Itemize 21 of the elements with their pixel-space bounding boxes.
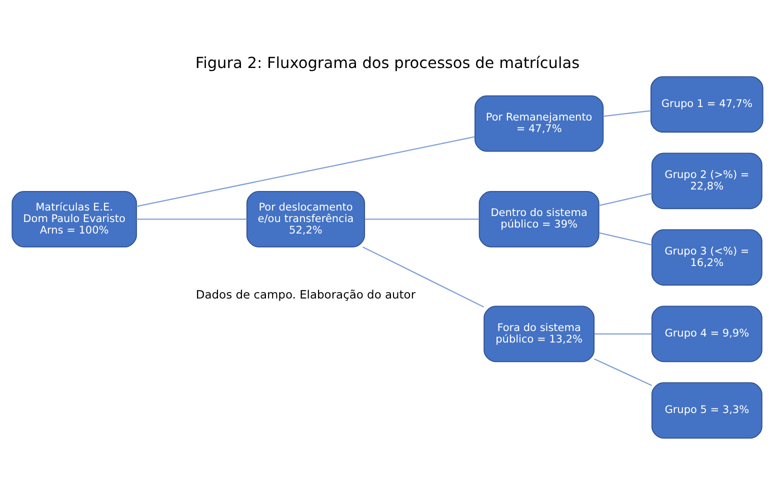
connector — [594, 358, 652, 386]
node-box: Dentro do sistema público = 39% — [478, 190, 600, 248]
node-box: Grupo 2 (>%) = 22,8% — [651, 152, 762, 210]
node-box: Grupo 3 (<%) = 16,2% — [651, 229, 762, 286]
node-box: Fora do sistema público = 13,2% — [484, 306, 595, 362]
connector — [364, 218, 480, 220]
connector — [362, 246, 484, 308]
connector — [136, 218, 247, 220]
node-box: Grupo 1 = 47,7% — [650, 76, 764, 133]
node-box: Por Remanejamento = 47,7% — [474, 95, 604, 152]
connector — [603, 110, 651, 117]
connector — [598, 192, 652, 206]
caption: Dados de campo. Elaboração do autor — [196, 288, 416, 302]
connector — [136, 136, 475, 207]
connector — [598, 232, 652, 246]
connector — [594, 333, 652, 334]
node-box: Grupo 4 = 9,9% — [651, 306, 762, 362]
diagram-title: Figura 2: Fluxograma dos processos de matrículas — [195, 54, 580, 72]
node-box: Matrículas E.E. Dom Paulo Evaristo Arns = 100% — [12, 190, 137, 248]
node-box: Grupo 5 = 3,3% — [651, 382, 762, 439]
node-box: Por deslocamento e/ou transferência 52,2% — [246, 190, 366, 248]
